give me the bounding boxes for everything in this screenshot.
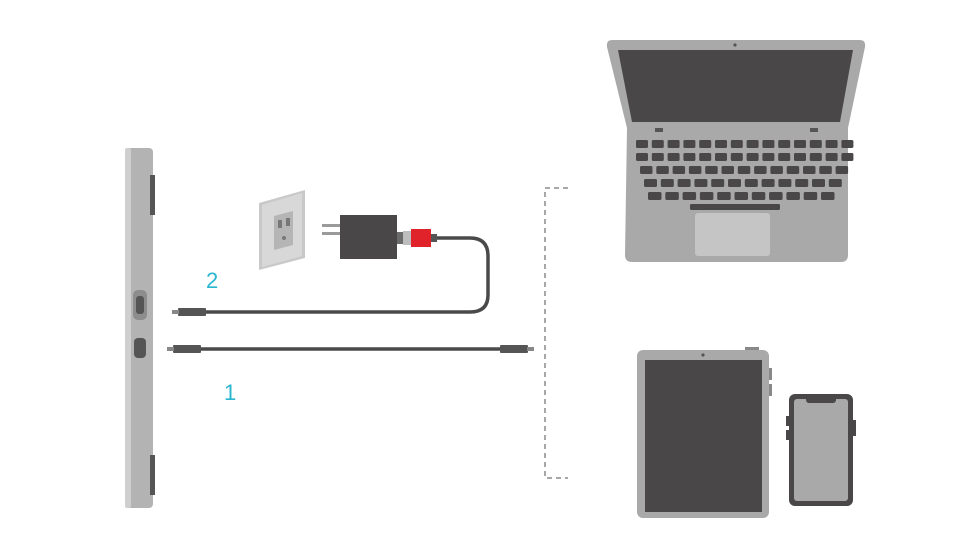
keyboard-key	[636, 140, 648, 148]
keyboard-key	[770, 166, 783, 174]
keyboard-key	[769, 192, 783, 200]
keyboard-key	[786, 166, 800, 174]
keyboard-key	[699, 140, 712, 148]
keyboard-key	[667, 140, 680, 148]
keyboard-key	[778, 179, 792, 187]
keyboard-key	[648, 192, 662, 200]
keyboard-key	[778, 153, 791, 161]
keyboard-key	[665, 192, 679, 200]
cable-1	[167, 345, 534, 353]
keyboard-key	[667, 153, 680, 161]
keyboard-key	[699, 192, 714, 200]
keyboard-key	[819, 166, 832, 174]
keyboard-key	[746, 140, 759, 148]
keyboard-key	[754, 166, 767, 174]
keyboard-key	[644, 179, 657, 187]
keyboard-key	[682, 192, 697, 200]
power-adapter-icon	[322, 215, 405, 259]
keyboard-key	[825, 153, 838, 161]
keyboard-key	[841, 153, 854, 161]
keyboard-key	[762, 153, 775, 161]
keyboard-key	[656, 166, 669, 174]
keyboard-key	[688, 166, 702, 174]
keyboard-key	[835, 166, 849, 174]
keyboard-key	[825, 140, 838, 148]
keyboard-key	[786, 192, 800, 200]
tablet-icon	[637, 347, 772, 518]
keyboard-key	[677, 179, 691, 187]
keyboard-key	[717, 192, 731, 200]
keyboard-key	[640, 166, 653, 174]
keyboard-key	[705, 166, 718, 174]
keyboard-spacebar	[690, 204, 780, 210]
keyboard-key	[683, 140, 696, 148]
keyboard-key	[751, 192, 766, 200]
laptop-icon	[606, 40, 866, 262]
usb-connector-icon	[403, 229, 437, 247]
keyboard-key	[828, 179, 842, 187]
step-2-label: 2	[206, 268, 219, 293]
outlet-icon	[259, 190, 305, 270]
keyboard-key	[762, 140, 775, 148]
keyboard-key	[711, 179, 725, 187]
keyboard-key	[737, 166, 751, 174]
keyboard-key	[778, 140, 791, 148]
keyboard-key	[794, 140, 806, 148]
keyboard-key	[636, 153, 648, 161]
cable-2	[172, 236, 490, 316]
keyboard-key	[841, 140, 854, 148]
keyboard-key	[809, 140, 822, 148]
keyboard-key	[761, 179, 775, 187]
keyboard-key	[699, 153, 712, 161]
keyboard-key	[660, 179, 674, 187]
pen-display-icon	[125, 148, 155, 508]
keyboard-key	[694, 179, 708, 187]
keyboard-key	[728, 179, 741, 187]
keyboard-key	[730, 140, 743, 148]
keyboard-key	[651, 140, 664, 148]
device-group-bracket	[544, 187, 568, 479]
keyboard-key	[734, 192, 748, 200]
keyboard-key	[794, 153, 806, 161]
keyboard-key	[744, 179, 758, 187]
keyboard-key	[795, 179, 809, 187]
keyboard-key	[672, 166, 686, 174]
keyboard-key	[651, 153, 664, 161]
keyboard-key	[803, 166, 816, 174]
step-1-label: 1	[224, 380, 237, 405]
keyboard-key	[746, 153, 759, 161]
keyboard-key	[803, 192, 818, 200]
keyboard-key	[730, 153, 743, 161]
keyboard-key	[812, 179, 825, 187]
keyboard-key	[721, 166, 734, 174]
keyboard-key	[821, 192, 835, 200]
keyboard-key	[715, 153, 727, 161]
keyboard-key	[683, 153, 696, 161]
keyboard-key	[809, 153, 822, 161]
smartphone-icon	[786, 394, 856, 506]
keyboard-key	[715, 140, 727, 148]
